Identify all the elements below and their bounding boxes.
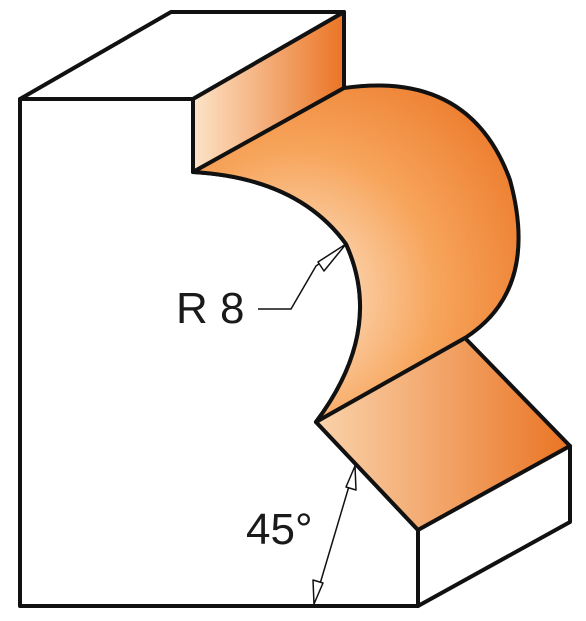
angle-arrowhead-top-icon: [345, 465, 357, 491]
angle-dimension-line: [313, 465, 356, 605]
angle-label: 45°: [246, 505, 313, 554]
radius-arrowhead-icon: [317, 243, 347, 272]
block-right-step-face: [416, 444, 572, 608]
radius-label: R 8: [176, 284, 244, 333]
angle-arrowhead-bottom-icon: [312, 579, 324, 605]
